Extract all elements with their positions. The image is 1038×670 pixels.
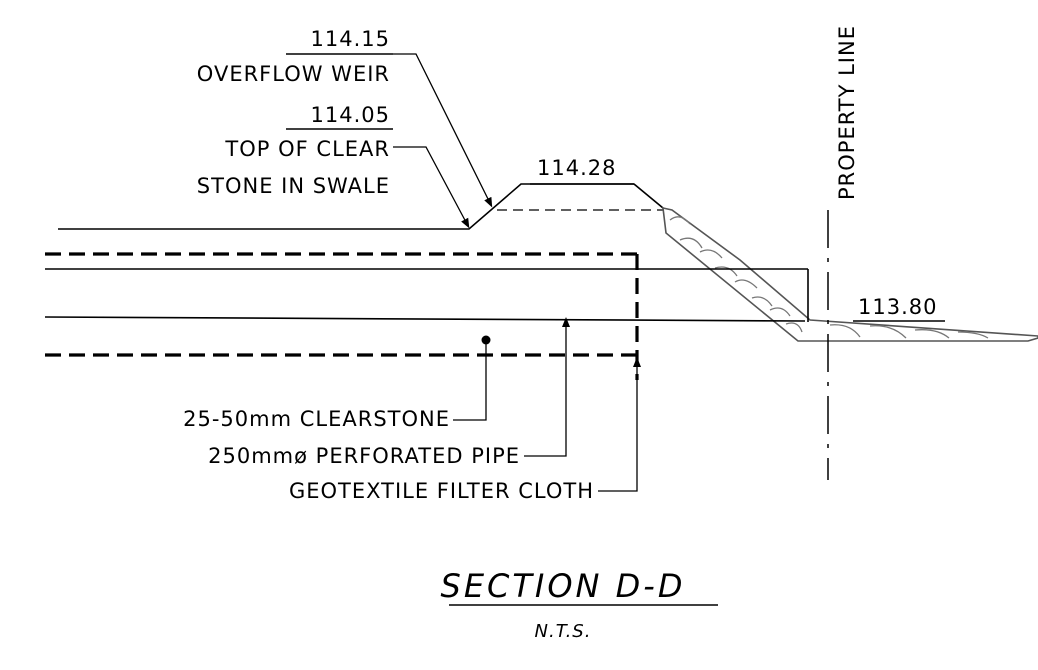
leader-overflow-weir	[393, 53, 493, 208]
callout-clearstone: 25-50mm CLEARSTONE	[183, 407, 450, 431]
label-top-clearstone-1: TOP OF CLEAR	[224, 137, 390, 161]
ground-profile-line	[58, 183, 664, 230]
property-line-label: PROPERTY LINE	[835, 25, 859, 200]
riprap-band	[662, 206, 1038, 342]
label-top-clearstone-2: STONE IN SWALE	[197, 174, 390, 198]
section-subtitle: N.T.S.	[535, 621, 592, 642]
elev-swale-bottom: 113.80	[858, 295, 937, 319]
leader-top-clearstone	[393, 146, 470, 229]
pipe-bottom-line	[44, 316, 806, 322]
leader-clearstone	[453, 340, 487, 421]
elev-berm-top: 114.28	[537, 156, 616, 180]
leader-geotextile	[598, 357, 641, 492]
callout-pipe: 250mmø PERFORATED PIPE	[208, 444, 520, 468]
elev-overflow-weir: 114.15	[311, 27, 390, 51]
elev-top-clearstone: 114.05	[311, 103, 390, 127]
leader-pipe	[524, 317, 570, 457]
callout-geotextile: GEOTEXTILE FILTER CLOTH	[289, 479, 594, 503]
label-overflow-weir: OVERFLOW WEIR	[197, 62, 390, 86]
section-title: SECTION D-D	[441, 567, 686, 605]
